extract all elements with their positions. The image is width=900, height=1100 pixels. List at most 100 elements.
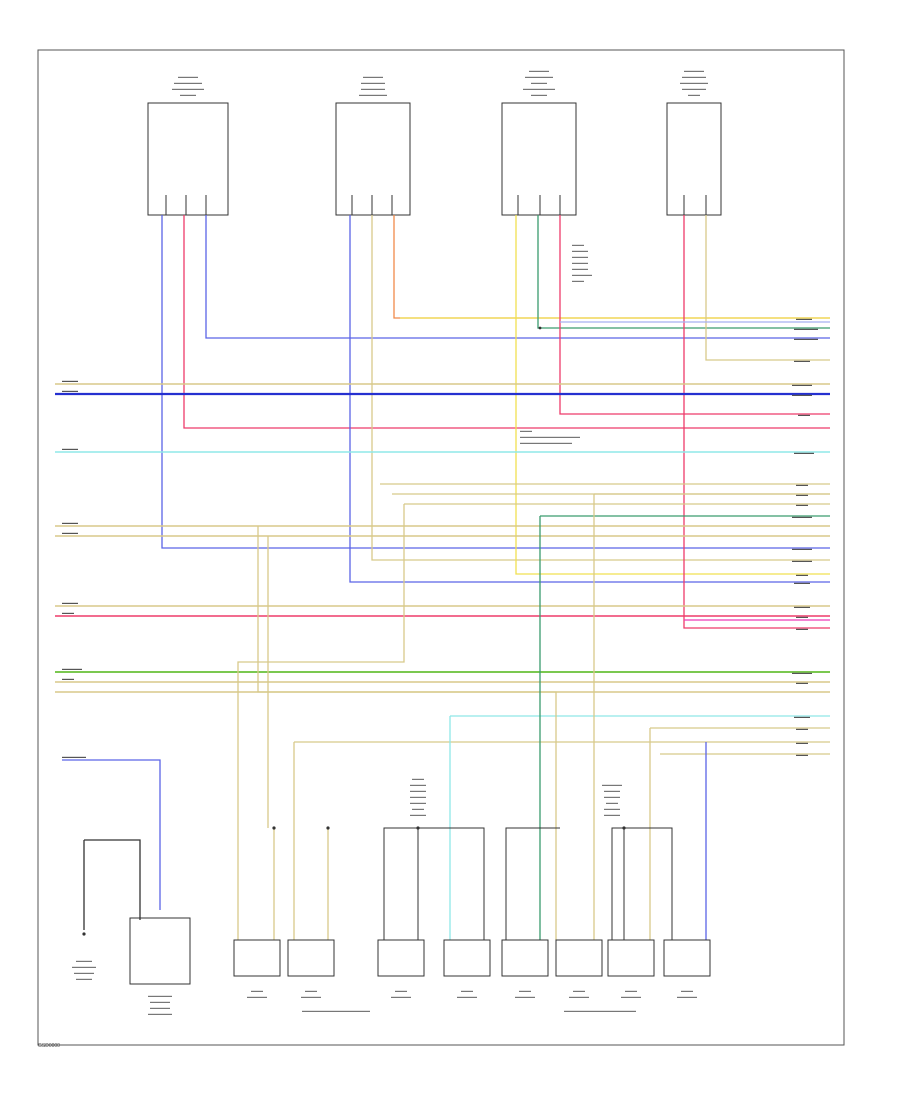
svg-text:▬▬▬▬▬▬: ▬▬▬▬▬▬ <box>72 964 96 969</box>
svg-text:▬▬▬▬: ▬▬▬▬ <box>62 446 78 451</box>
svg-text:▬▬▬: ▬▬▬ <box>796 752 808 757</box>
horizontal-bus-wires <box>55 383 830 693</box>
svg-text:▬▬▬: ▬▬▬ <box>796 502 808 507</box>
svg-text:▬▬▬▬▬: ▬▬▬▬▬ <box>792 670 812 675</box>
component-center-sensor: ▬▬▬▬▬ ▬▬▬▬▬▬▬ ▬▬▬▬ ▬▬▬▬▬▬▬▬ ▬▬▬▬ <box>501 68 577 216</box>
svg-text:▬▬▬▬▬: ▬▬▬▬▬ <box>684 68 704 73</box>
bottom-splice-lines <box>383 827 673 940</box>
svg-text:▬▬▬▬: ▬▬▬▬ <box>794 580 810 585</box>
svg-text:▬▬▬▬: ▬▬▬▬ <box>410 812 426 817</box>
svg-text:▬▬▬▬: ▬▬▬▬ <box>796 316 812 321</box>
svg-text:▬▬▬▬▬▬: ▬▬▬▬▬▬ <box>682 74 706 79</box>
svg-text:▬▬▬: ▬▬▬ <box>796 680 808 685</box>
svg-text:▬▬▬: ▬▬▬ <box>251 988 263 993</box>
svg-text:▬▬▬▬▬▬: ▬▬▬▬▬▬ <box>148 993 172 998</box>
right-wire-tags: ▬▬▬▬ ▬▬▬▬▬▬ ▬▬▬▬▬▬ ▬▬▬▬ ▬▬▬▬▬ ▬▬▬▬▬ ▬▬▬ … <box>792 316 818 757</box>
svg-text:▬▬▬▬: ▬▬▬▬ <box>410 794 426 799</box>
component-front-right-sensor: ▬▬▬▬▬ ▬▬▬▬▬▬ ▬▬▬▬▬▬▬ ▬▬▬▬▬▬ ▬▬▬ <box>666 68 722 216</box>
svg-text:▬▬▬: ▬▬▬ <box>625 988 637 993</box>
svg-text:▬▬▬▬: ▬▬▬▬ <box>572 266 588 271</box>
svg-text:▬▬▬▬▬: ▬▬▬▬▬ <box>792 392 812 397</box>
svg-text:▬▬▬▬▬: ▬▬▬▬▬ <box>150 999 170 1004</box>
svg-text:▬▬▬▬▬▬: ▬▬▬▬▬▬ <box>361 80 385 85</box>
svg-text:▬▬▬▬▬▬▬▬▬▬▬▬▬▬▬▬▬: ▬▬▬▬▬▬▬▬▬▬▬▬▬▬▬▬▬ <box>302 1008 370 1013</box>
figure-id: GSD0000 <box>38 1043 60 1049</box>
svg-text:▬▬▬▬▬: ▬▬▬▬▬ <box>150 1005 170 1010</box>
svg-text:▬▬▬▬: ▬▬▬▬ <box>794 358 810 363</box>
svg-text:▬▬▬: ▬▬▬ <box>796 626 808 631</box>
bottom-connectors <box>233 939 711 977</box>
svg-text:▬▬▬▬▬▬▬: ▬▬▬▬▬▬▬ <box>680 80 708 85</box>
top-vertical-wires <box>161 215 830 629</box>
svg-text:▬▬▬▬: ▬▬▬▬ <box>794 714 810 719</box>
svg-text:▬▬▬▬▬: ▬▬▬▬▬ <box>457 994 477 999</box>
svg-text:▬▬▬▬▬: ▬▬▬▬▬ <box>792 382 812 387</box>
svg-text:▬▬▬▬: ▬▬▬▬ <box>410 788 426 793</box>
component-parking-brake: ▬▬▬▬▬▬ ▬▬▬▬▬ ▬▬▬▬▬ ▬▬▬▬▬▬ <box>129 917 191 1016</box>
svg-text:▬▬▬▬▬▬▬: ▬▬▬▬▬▬▬ <box>174 80 202 85</box>
diagram-frame <box>37 49 845 1046</box>
svg-text:▬▬▬▬: ▬▬▬▬ <box>76 976 92 981</box>
svg-text:▬▬▬▬▬▬▬▬▬▬▬▬▬: ▬▬▬▬▬▬▬▬▬▬▬▬▬ <box>520 440 572 445</box>
svg-text:▬▬▬▬: ▬▬▬▬ <box>410 782 426 787</box>
svg-text:▬▬▬▬▬: ▬▬▬▬▬ <box>792 514 812 519</box>
bottom-vertical-wires <box>62 494 707 940</box>
svg-text:▬▬▬▬: ▬▬▬▬ <box>572 248 588 253</box>
svg-text:▬▬▬: ▬▬▬ <box>519 988 531 993</box>
svg-text:▬▬▬: ▬▬▬ <box>412 806 424 811</box>
svg-text:▬▬▬▬▬: ▬▬▬▬▬ <box>569 994 589 999</box>
svg-text:▬▬▬▬▬: ▬▬▬▬▬ <box>572 272 592 277</box>
svg-text:▬▬▬▬▬: ▬▬▬▬▬ <box>391 994 411 999</box>
svg-text:▬▬▬▬▬: ▬▬▬▬▬ <box>515 994 535 999</box>
svg-text:▬▬▬▬▬: ▬▬▬▬▬ <box>74 970 94 975</box>
bottom-connector-labels: ▬▬▬▬▬▬▬▬ ▬▬▬▬▬▬▬▬ ▬▬▬▬▬▬▬▬ ▬▬▬▬▬▬▬▬ ▬▬▬▬… <box>247 988 697 1013</box>
svg-text:▬▬▬▬▬: ▬▬▬▬▬ <box>792 558 812 563</box>
svg-text:▬▬▬▬: ▬▬▬▬ <box>572 260 588 265</box>
svg-text:▬▬▬: ▬▬▬ <box>796 492 808 497</box>
svg-text:▬▬▬▬: ▬▬▬▬ <box>410 800 426 805</box>
svg-text:▬▬▬: ▬▬▬ <box>572 278 584 283</box>
svg-text:▬▬▬▬▬▬▬▬▬▬▬▬▬▬▬: ▬▬▬▬▬▬▬▬▬▬▬▬▬▬▬ <box>520 434 580 439</box>
svg-text:▬▬▬▬: ▬▬▬▬ <box>62 600 78 605</box>
svg-text:▬▬▬▬▬: ▬▬▬▬▬ <box>363 74 383 79</box>
top-box-pins <box>165 195 707 215</box>
svg-text:▬▬▬: ▬▬▬ <box>62 676 74 681</box>
svg-text:▬▬▬▬▬▬: ▬▬▬▬▬▬ <box>682 86 706 91</box>
svg-text:▬▬▬▬▬: ▬▬▬▬▬ <box>621 994 641 999</box>
component-front-left-sensor: ▬▬▬▬▬ ▬▬▬▬▬▬▬ ▬▬▬▬▬▬▬▬ ▬▬▬▬ <box>147 74 229 216</box>
svg-text:▬▬▬▬▬: ▬▬▬▬▬ <box>529 68 549 73</box>
svg-text:▬▬▬▬▬▬: ▬▬▬▬▬▬ <box>148 1011 172 1016</box>
svg-text:▬▬▬▬: ▬▬▬▬ <box>531 80 547 85</box>
svg-text:▬▬▬▬▬: ▬▬▬▬▬ <box>301 994 321 999</box>
svg-text:▬▬▬: ▬▬▬ <box>395 988 407 993</box>
svg-text:▬▬▬: ▬▬▬ <box>520 428 532 433</box>
svg-text:▬▬▬▬▬▬: ▬▬▬▬▬▬ <box>794 336 818 341</box>
svg-text:▬▬▬: ▬▬▬ <box>412 776 424 781</box>
svg-text:▬▬▬▬▬: ▬▬▬▬▬ <box>602 782 622 787</box>
svg-text:▬▬▬▬▬: ▬▬▬▬▬ <box>677 994 697 999</box>
svg-text:▬▬▬: ▬▬▬ <box>305 988 317 993</box>
svg-text:▬▬▬▬: ▬▬▬▬ <box>794 604 810 609</box>
svg-text:▬▬▬: ▬▬▬ <box>688 92 700 97</box>
svg-text:▬▬▬▬▬▬▬: ▬▬▬▬▬▬▬ <box>525 74 553 79</box>
svg-text:▬▬▬▬: ▬▬▬▬ <box>572 254 588 259</box>
svg-text:▬▬▬▬: ▬▬▬▬ <box>604 806 620 811</box>
svg-text:▬▬▬▬: ▬▬▬▬ <box>62 378 78 383</box>
svg-text:▬▬▬▬▬: ▬▬▬▬▬ <box>62 666 82 671</box>
svg-text:▬▬▬: ▬▬▬ <box>796 740 808 745</box>
svg-text:▬▬▬▬▬▬▬▬▬▬▬▬▬▬▬▬▬▬: ▬▬▬▬▬▬▬▬▬▬▬▬▬▬▬▬▬▬ <box>564 1008 636 1013</box>
svg-text:▬▬▬: ▬▬▬ <box>681 988 693 993</box>
svg-text:▬▬▬▬: ▬▬▬▬ <box>180 92 196 97</box>
svg-text:▬▬▬▬▬▬▬▬: ▬▬▬▬▬▬▬▬ <box>172 86 204 91</box>
svg-text:▬▬▬: ▬▬▬ <box>798 412 810 417</box>
svg-text:▬▬▬: ▬▬▬ <box>572 242 584 247</box>
svg-text:▬▬▬: ▬▬▬ <box>796 726 808 731</box>
svg-text:▬▬▬: ▬▬▬ <box>573 988 585 993</box>
svg-text:▬▬▬▬▬▬: ▬▬▬▬▬▬ <box>361 86 385 91</box>
svg-text:▬▬▬▬: ▬▬▬▬ <box>604 812 620 817</box>
svg-text:▬▬▬: ▬▬▬ <box>606 800 618 805</box>
right-side-wires <box>294 321 830 755</box>
left-wire-tags: ▬▬▬▬ ▬▬▬▬ ▬▬▬▬ ▬▬▬▬ ▬▬▬▬ ▬▬▬▬ ▬▬▬ ▬▬▬▬▬ … <box>62 378 86 759</box>
svg-text:▬▬▬▬: ▬▬▬▬ <box>62 530 78 535</box>
